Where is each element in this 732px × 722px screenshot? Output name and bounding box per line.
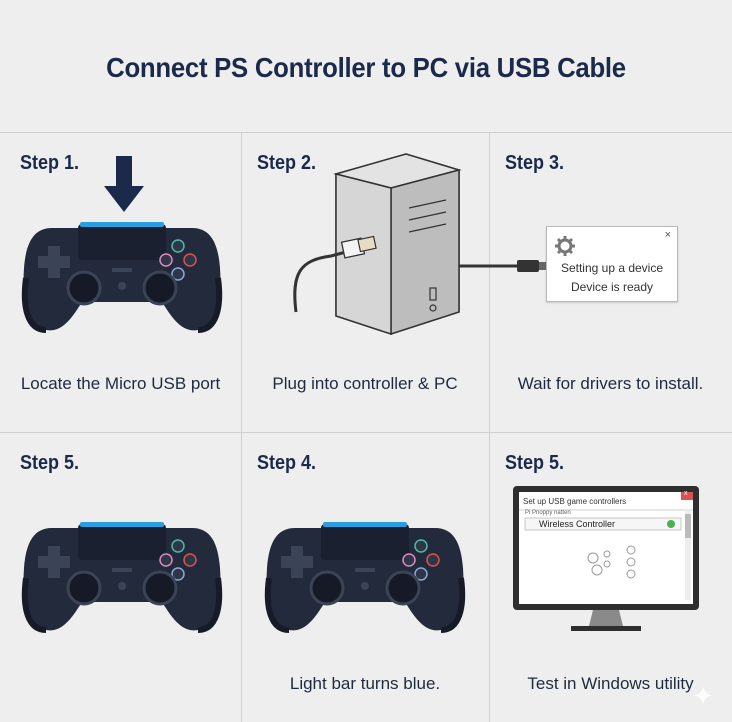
step-label: Step 2.: [257, 152, 317, 174]
step-cell-2: Step 2. Plug into controller & PC: [241, 132, 531, 432]
step-cell-3: Step 3. × Setting up a device Device is …: [489, 132, 732, 432]
controller-icon: [21, 522, 223, 633]
controller-icon: [21, 222, 223, 333]
setup-notification: × Setting up a device Device is ready: [546, 226, 678, 302]
down-arrow-icon: [104, 156, 144, 212]
step-label: Step 5.: [505, 452, 565, 474]
step-label: Step 4.: [257, 452, 317, 474]
controller-icon: [264, 522, 466, 633]
sparkle-icon: ✦: [692, 681, 714, 711]
monitor-window-title: Set up USB game controllers: [523, 497, 627, 506]
monitor-icon: [513, 486, 699, 631]
step-cell-1: Step 1. Locate the Micro USB port: [0, 132, 241, 432]
step-cell-4: Step 5.: [0, 432, 241, 722]
step-label: Step 3.: [505, 152, 565, 174]
step-cell-6: Step 5. Set up USB game controllers Pi P…: [489, 432, 732, 722]
step-caption: Plug into controller & PC: [272, 374, 458, 393]
grid-divider-left: [241, 132, 242, 722]
notification-line-1: Setting up a device: [560, 261, 664, 275]
step-label: Step 5.: [20, 452, 80, 474]
step-caption: Locate the Micro USB port: [20, 374, 221, 393]
close-icon[interactable]: ×: [664, 229, 671, 241]
page-title: Connect PS Controller to PC via USB Cabl…: [106, 52, 626, 83]
step-label: Step 1.: [20, 152, 80, 174]
window-close-icon[interactable]: x: [684, 490, 688, 497]
grid-divider-right: [489, 132, 490, 722]
step-caption: Wait for drivers to install.: [517, 374, 704, 393]
gear-icon: [555, 236, 575, 256]
monitor-subtitle: Pi Pnoppy natten: [525, 510, 571, 516]
grid-divider-top: [0, 132, 732, 133]
step-cell-5: Step 4. Light bar turns blue.: [241, 432, 489, 722]
pc-tower-icon: [293, 153, 531, 336]
step-caption: Light bar turns blue.: [289, 674, 441, 693]
controller-list-item[interactable]: Wireless Controller: [539, 519, 616, 529]
step-caption: Test in Windows utility: [527, 674, 694, 693]
grid-divider-middle: [0, 432, 732, 433]
notification-line-2: Device is ready: [570, 280, 654, 294]
